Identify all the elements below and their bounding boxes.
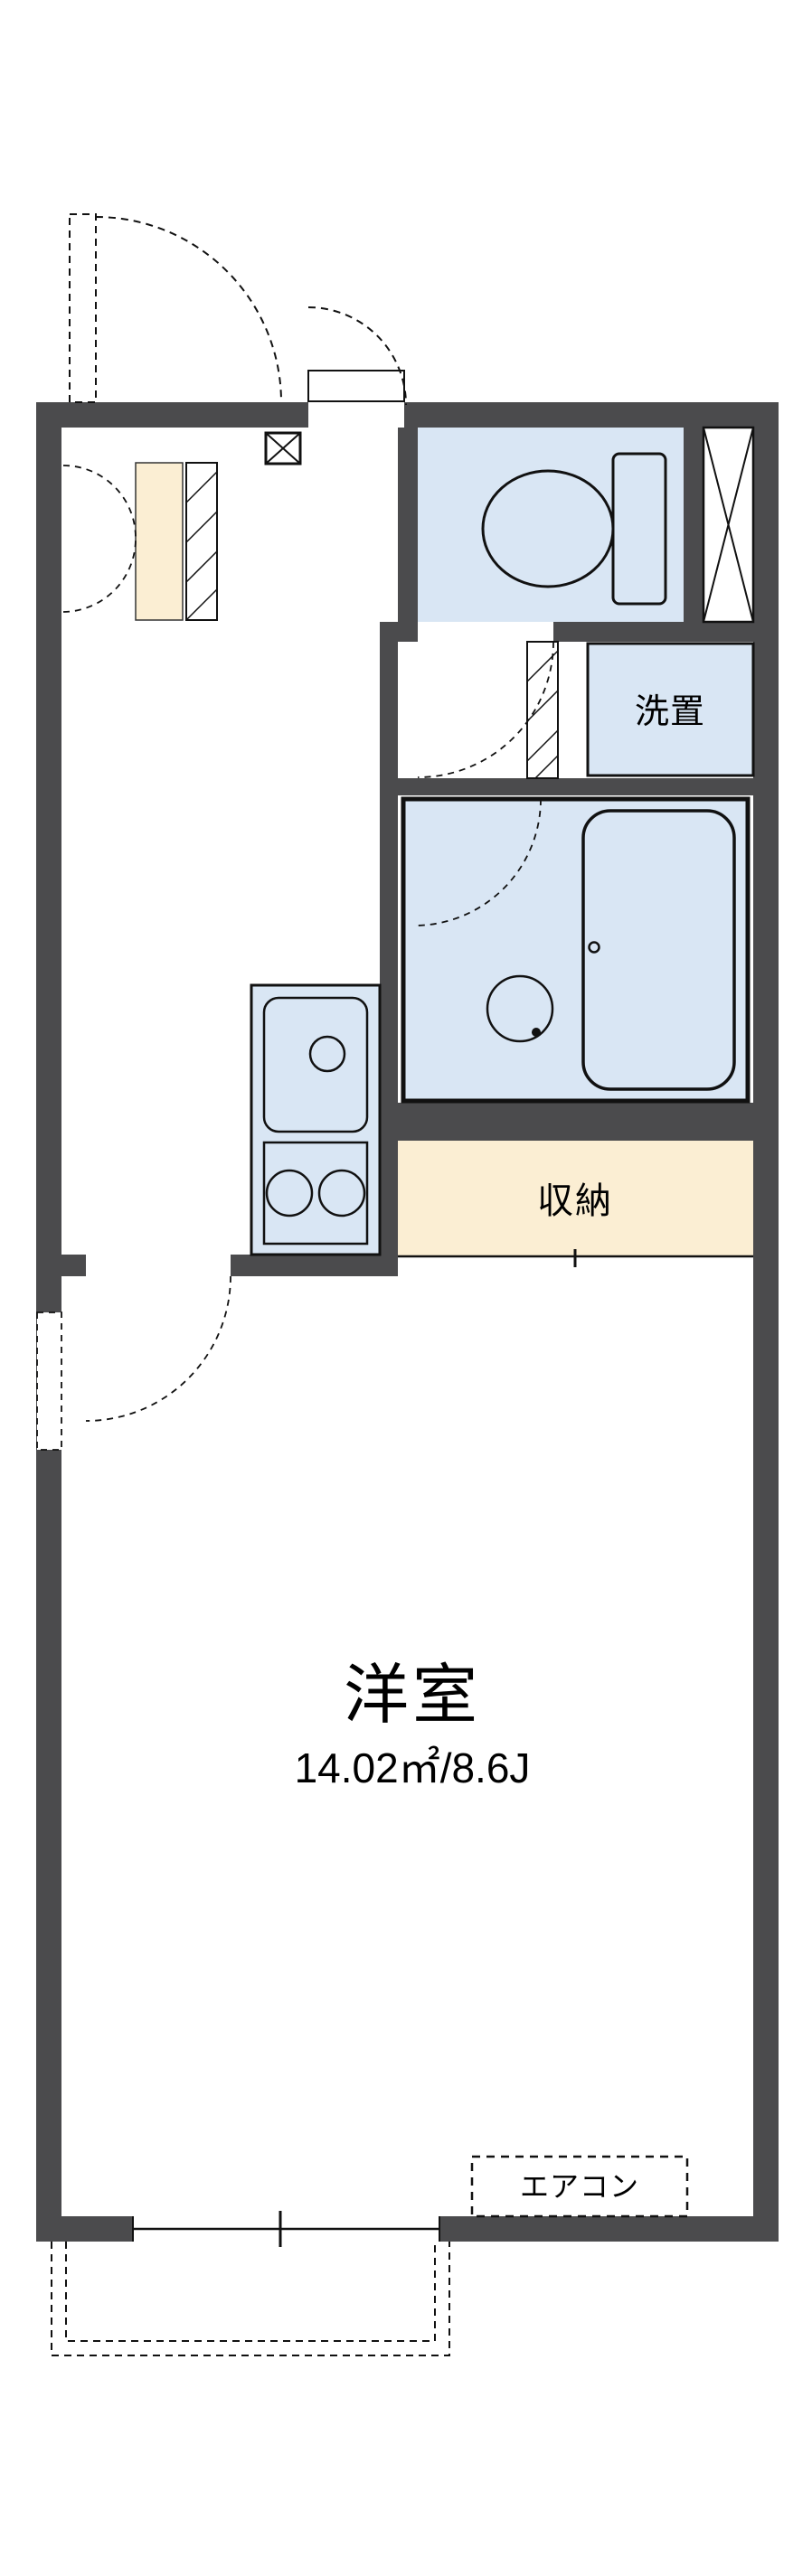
entry-mat-diag2 xyxy=(265,432,301,465)
room-door-swing-arc xyxy=(85,1275,231,1422)
laundry-box xyxy=(586,642,755,777)
stove-burner-right-icon xyxy=(317,1169,366,1217)
aircon-box: エアコン xyxy=(470,2155,689,2218)
porch-wall-dashed xyxy=(69,213,97,403)
washbowl-drain-dot xyxy=(532,1028,541,1037)
storage-area xyxy=(398,1141,753,1256)
wall-main-left-stub xyxy=(36,1255,86,1276)
balcony-inner-dashed xyxy=(65,2242,436,2342)
aircon-outline xyxy=(470,2155,689,2218)
storage-label: 収納 xyxy=(537,1181,613,1221)
wall-corridor-bath xyxy=(380,622,398,1255)
bathroom xyxy=(401,796,751,1104)
hatched-partition-laundry xyxy=(526,641,559,779)
kitchen-counter xyxy=(250,983,382,1256)
main-room: 洋室 14.02㎡/8.6J xyxy=(295,1659,531,1791)
room-size-label: 14.02㎡/8.6J xyxy=(295,1744,531,1791)
entrance-opening xyxy=(308,402,404,428)
entrance-doorway xyxy=(307,370,405,428)
pipe-shaft-diag2 xyxy=(703,427,754,623)
stove-box xyxy=(262,1141,369,1246)
hatch-line xyxy=(526,690,559,722)
hatch-line xyxy=(185,588,218,621)
sink-drain-icon xyxy=(308,1035,346,1073)
hatched-partition-entrance xyxy=(185,462,218,621)
wall-bath-storage xyxy=(380,1103,753,1141)
hatch-line xyxy=(185,471,218,503)
kitchen-sink-icon xyxy=(262,996,369,1133)
faucet-dot-icon xyxy=(588,941,600,954)
room-fills xyxy=(398,428,753,1256)
bathroom-door-swing-arc xyxy=(413,798,542,926)
balcony-outer-dashed xyxy=(51,2242,450,2356)
wall-bath-top xyxy=(398,778,753,795)
kitchen-box xyxy=(250,983,382,1256)
bathtub-icon xyxy=(581,809,736,1091)
hatch-line xyxy=(185,550,218,583)
stove-burner-left-icon xyxy=(265,1169,314,1217)
balcony-outline xyxy=(51,2242,450,2356)
window-bottom xyxy=(132,2211,440,2247)
toilet-room-floor xyxy=(418,428,684,622)
entrance-storage xyxy=(62,462,218,621)
storage-closet: 収納 xyxy=(398,1181,753,1267)
closet-door-swing xyxy=(62,465,137,613)
wall-main-center xyxy=(231,1255,398,1276)
laundry-space: 洗置 xyxy=(586,642,755,777)
toilet-door-swing-arc xyxy=(417,641,554,778)
laundry-label: 洗置 xyxy=(635,693,705,731)
hatch-line xyxy=(534,755,559,779)
toilet-icon xyxy=(481,452,667,606)
wall-toilet-shaft xyxy=(684,428,703,622)
entry-mat-icon xyxy=(264,431,302,465)
hatch-line xyxy=(185,511,218,543)
aircon-label: エアコン xyxy=(520,2170,639,2203)
wall-entrance-toilet xyxy=(398,428,418,622)
left-wall-opening-dashed xyxy=(36,1312,62,1451)
closet-door-arc-top xyxy=(62,465,137,539)
room-name-label: 洋室 xyxy=(344,1659,481,1732)
bathroom-box xyxy=(401,796,751,1104)
pipe-shaft xyxy=(702,426,755,624)
entry-door-swing-arc xyxy=(307,306,407,406)
toilet-bowl xyxy=(481,469,615,588)
shoe-cabinet xyxy=(135,462,184,621)
interior-walls xyxy=(36,428,753,1276)
entrance-door-swing xyxy=(69,213,407,406)
closet-door-arc-bottom xyxy=(62,539,137,613)
front-door-swing-arc xyxy=(95,216,282,403)
wall-under-toilet-right xyxy=(553,622,753,642)
entrance-door-leaf xyxy=(307,370,405,402)
hatch-box-laundry xyxy=(526,641,559,779)
hatch-line xyxy=(526,729,559,762)
washbowl-icon xyxy=(486,974,554,1043)
